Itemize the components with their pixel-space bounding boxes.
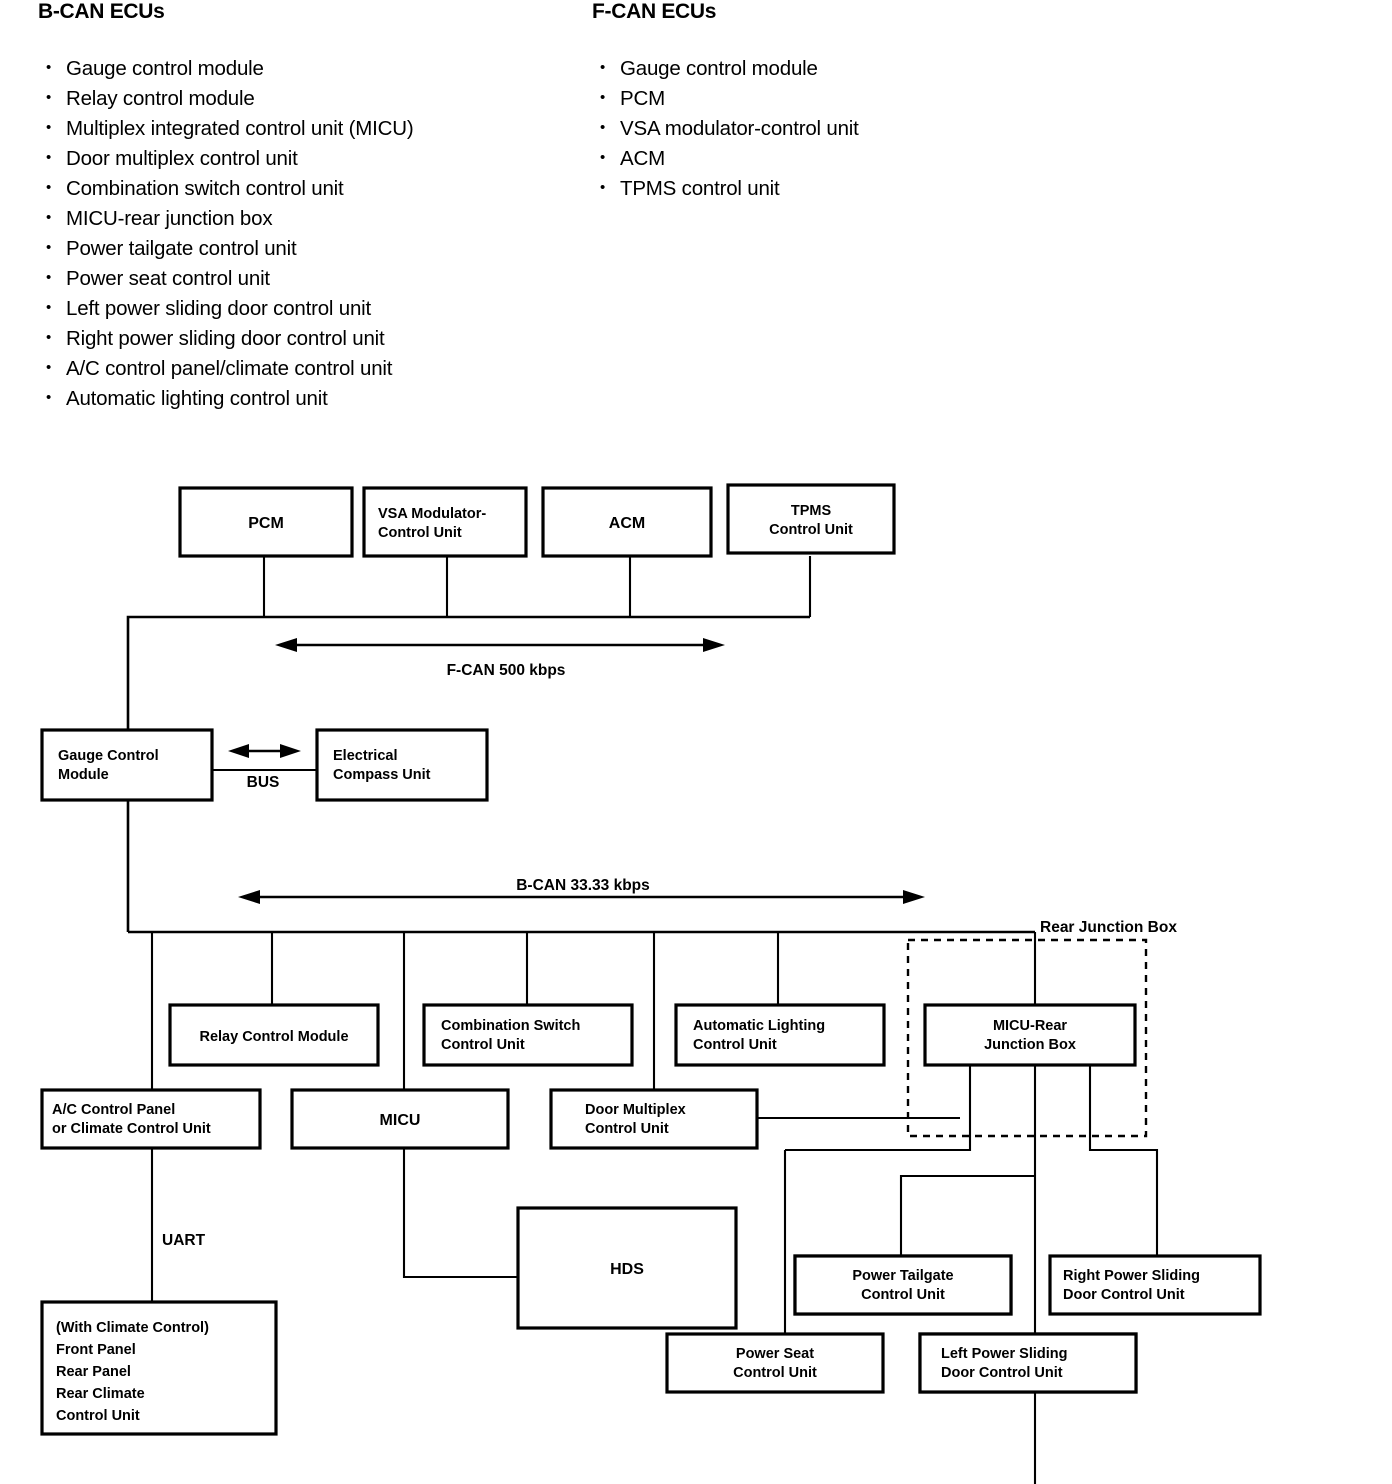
list-item: Power tailgate control unit [38,233,413,264]
bcan-ecu-list: B-CAN ECUs Gauge control module Relay co… [38,0,414,414]
can-network-diagram: PCM VSA Modulator- Control Unit ACM TPMS… [0,460,1392,1484]
fcan-bus-arrow [275,638,725,652]
node-doormux-label-line1: Door Multiplex [585,1102,686,1118]
node-tailgate-label-line2-b: Control Unit [861,1287,945,1303]
fcan-bus-label: F-CAN 500 kbps [447,662,566,679]
fcan-drop-lines [262,556,812,617]
node-acm-label: ACM [609,515,645,532]
list-item: VSA modulator-control unit [592,113,859,144]
fcan-list-items: Gauge control module PCM VSA modulator-c… [592,53,859,204]
list-item: MICU-rear junction box [38,203,413,234]
node-acm: ACM [541,486,713,558]
node-micurjb-label-line2: Junction Box [984,1037,1076,1053]
list-item: Relay control module [38,83,413,114]
fcan-list-title: F-CAN ECUs [592,0,717,23]
list-item: ACM [592,143,859,174]
node-vsa-modulator-control-unit: VSA Modulator- Control Unit [362,486,528,558]
list-item: PCM [592,83,859,114]
node-relay-label: Relay Control Module [199,1029,348,1045]
node-ac-control-panel: A/C Control Panel or Climate Control Uni… [40,1088,262,1150]
node-power-tailgate-control-unit-top: Power Tailgate Control Unit [793,1254,1013,1316]
list-item: Combination switch control unit [38,173,413,204]
list-item: Power seat control unit [38,263,413,294]
node-seat-label-line1: Power Seat [736,1346,814,1362]
node-seat-label-line2: Control Unit [733,1365,817,1381]
node-climate-label-line5: Control Unit [56,1408,140,1424]
bcan-list-items: Gauge control module Relay control modul… [38,53,414,414]
node-pcm: PCM [178,486,354,558]
node-climate-label-line1: (With Climate Control) [56,1320,209,1336]
node-ac-label-line2: or Climate Control Unit [52,1121,211,1137]
node-micu-rear-junction-box: MICU-Rear Junction Box [923,1003,1137,1067]
node-autolight-label-line1: Automatic Lighting [693,1018,825,1034]
node-tpms-control-unit: TPMS Control Unit [726,483,896,555]
compass-bus-label: BUS [247,774,280,791]
node-left-power-sliding-door-control-unit-top: Left Power Sliding Door Control Unit [918,1332,1138,1394]
node-climate-label-line4: Rear Climate [56,1386,145,1402]
node-autolight-label-line2: Control Unit [693,1037,777,1053]
node-micu-label: MICU [380,1112,421,1129]
fcan-ecu-list: F-CAN ECUs Gauge control module PCM VSA … [592,0,859,204]
list-item: Gauge control module [592,53,859,84]
node-hds-label: HDS [610,1261,644,1278]
list-item: Door multiplex control unit [38,143,413,174]
power-tailgate-branch-line [899,1174,1035,1256]
node-compass-label-line2: Compass Unit [333,767,431,783]
node-hds: HDS [516,1206,738,1330]
node-power-seat-control-unit: Power Seat Control Unit [665,1332,885,1394]
node-climate-control-unit: (With Climate Control) Front Panel Rear … [40,1300,278,1436]
node-vsa-label-line2: Control Unit [378,525,462,541]
node-compass-label-line1: Electrical [333,748,398,764]
node-electrical-compass-unit: Electrical Compass Unit [315,728,489,802]
node-gauge-label-line2: Module [58,767,109,783]
list-item: TPMS control unit [592,173,859,204]
list-item: A/C control panel/climate control unit [38,353,413,384]
node-vsa-label-line1: VSA Modulator- [378,506,486,522]
node-door-multiplex-control-unit: Door Multiplex Control Unit [549,1088,759,1150]
micu-to-hds-line [402,1148,518,1279]
node-combo-label-line1: Combination Switch [441,1018,580,1034]
node-climate-label-line2: Front Panel [56,1342,136,1358]
bcan-bus-label: B-CAN 33.33 kbps [516,877,650,894]
node-micurjb-label-line1: MICU-Rear [993,1018,1067,1034]
rear-junction-box-boundary [906,938,1148,1138]
node-climate-label-line3: Rear Panel [56,1364,131,1380]
node-rpsd-label-line2: Door Control Unit [1063,1287,1185,1303]
node-automatic-lighting-control-unit: Automatic Lighting Control Unit [674,1003,886,1067]
node-right-power-sliding-door-control-unit: Right Power Sliding Door Control Unit [1048,1254,1262,1316]
node-micu: MICU [290,1088,510,1150]
node-doormux-label-line2: Control Unit [585,1121,669,1137]
node-tailgate-label-line1-b: Power Tailgate [852,1268,953,1284]
node-ac-label-line1: A/C Control Panel [52,1102,175,1118]
node-gauge-label-line1: Gauge Control [58,748,159,764]
rear-junction-box-label: Rear Junction Box [1040,919,1177,936]
node-gauge-control-module: Gauge Control Module [40,728,214,802]
node-rpsd-label-line1: Right Power Sliding [1063,1268,1200,1284]
micu-rjb-connections [785,1065,1159,1256]
node-tpms-label-line1: TPMS [791,503,832,519]
node-relay-control-module: Relay Control Module [168,1003,380,1067]
node-tpms-label-line2: Control Unit [769,522,853,538]
list-item: Gauge control module [38,53,413,84]
fcan-bus-line [126,615,810,750]
node-pcm-label: PCM [248,515,284,532]
list-item: Automatic lighting control unit [38,383,413,414]
list-item: Multiplex integrated control unit (MICU) [38,113,414,144]
list-item: Left power sliding door control unit [38,293,413,324]
node-combination-switch-control-unit: Combination Switch Control Unit [422,1003,634,1067]
ecu-lists: B-CAN ECUs Gauge control module Relay co… [0,0,1392,460]
node-lpsd-label-line1-b: Left Power Sliding [941,1346,1067,1362]
bcan-list-title: B-CAN ECUs [38,0,165,23]
uart-label: UART [162,1232,206,1249]
node-combo-label-line2: Control Unit [441,1037,525,1053]
list-item: Right power sliding door control unit [38,323,413,354]
compass-bus-link [212,744,317,772]
bcan-bus-arrow [238,890,925,904]
node-lpsd-label-line2-b: Door Control Unit [941,1365,1063,1381]
